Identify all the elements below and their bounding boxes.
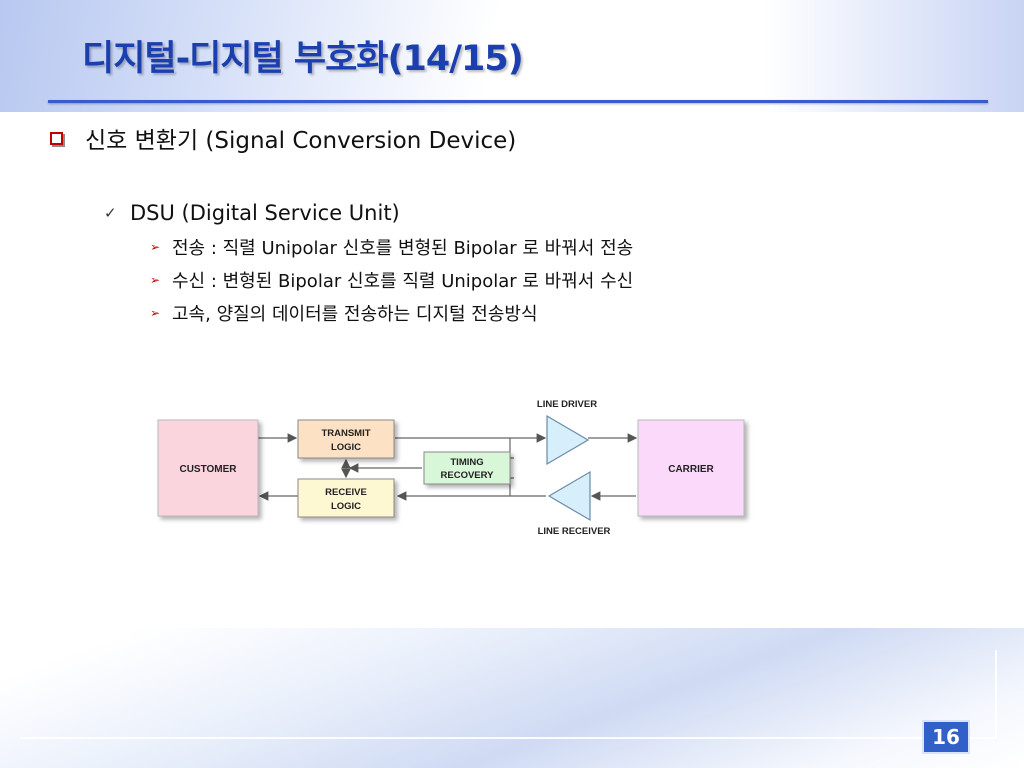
red-arrow-bullet-icon: ➢ [150, 306, 161, 320]
footer-divider-horizontal [20, 737, 995, 739]
line-receiver-label: LINE RECEIVER [538, 526, 611, 537]
carrier-label: CARRIER [668, 464, 714, 475]
footer-divider-vertical [995, 650, 997, 739]
timing-recovery-label-line1: TIMING [450, 457, 483, 468]
transmit-logic-label-line2: LOGIC [331, 442, 361, 453]
carrier-block: CARRIER [637, 419, 745, 517]
footer-background [0, 628, 1024, 768]
bullet-level3-text: 전송 : 직렬 Unipolar 신호를 변형된 Bipolar 로 바꿔서 전… [172, 238, 634, 259]
red-box-bullet-icon [50, 131, 63, 145]
transmit-logic-block: TRANSMIT LOGIC [297, 419, 395, 459]
bullet-level1-text: 신호 변환기 (Signal Conversion Device) [85, 128, 517, 154]
bullet-level3-text: 수신 : 변형된 Bipolar 신호를 직렬 Unipolar 로 바꿔서 수… [172, 271, 634, 292]
line-driver-label: LINE DRIVER [537, 399, 597, 410]
title-underline [48, 100, 988, 103]
line-driver-amplifier: LINE DRIVER [537, 399, 597, 466]
receive-logic-label-line2: LOGIC [331, 501, 361, 512]
timing-recovery-block: TIMING RECOVERY [423, 451, 511, 485]
checkmark-icon: ✓ [104, 204, 117, 222]
bullet-level3-text: 고속, 양질의 데이터를 전송하는 디지털 전송방식 [172, 304, 538, 325]
page-number-badge: 16 [922, 720, 970, 754]
bullet-level2: ✓ DSU (Digital Service Unit) [104, 199, 400, 227]
slide-title: 디지털-디지털 부호화(14/15) [82, 39, 524, 79]
bullet-level3-item: ➢ 고속, 양질의 데이터를 전송하는 디지털 전송방식 [150, 300, 538, 326]
transmit-logic-label-line1: TRANSMIT [321, 428, 370, 439]
bullet-level1: 신호 변환기 (Signal Conversion Device) [48, 123, 517, 154]
red-arrow-bullet-icon: ➢ [150, 273, 161, 287]
bullet-level3-item: ➢ 전송 : 직렬 Unipolar 신호를 변형된 Bipolar 로 바꿔서… [150, 234, 633, 260]
customer-label: CUSTOMER [179, 464, 237, 475]
line-receiver-amplifier: LINE RECEIVER [538, 470, 611, 537]
timing-recovery-label-line2: RECOVERY [441, 470, 495, 481]
header-background [0, 0, 1024, 112]
dsu-block-diagram: CUSTOMER TRANSMIT LOGIC RECEIVE LOGIC TI… [157, 399, 745, 537]
receive-logic-block: RECEIVE LOGIC [297, 478, 395, 518]
customer-block: CUSTOMER [157, 419, 259, 517]
red-arrow-bullet-icon: ➢ [150, 240, 161, 254]
receive-logic-label-line1: RECEIVE [325, 487, 367, 498]
bullet-level3-item: ➢ 수신 : 변형된 Bipolar 신호를 직렬 Unipolar 로 바꿔서… [150, 267, 633, 293]
bullet-level2-text: DSU (Digital Service Unit) [130, 201, 400, 225]
